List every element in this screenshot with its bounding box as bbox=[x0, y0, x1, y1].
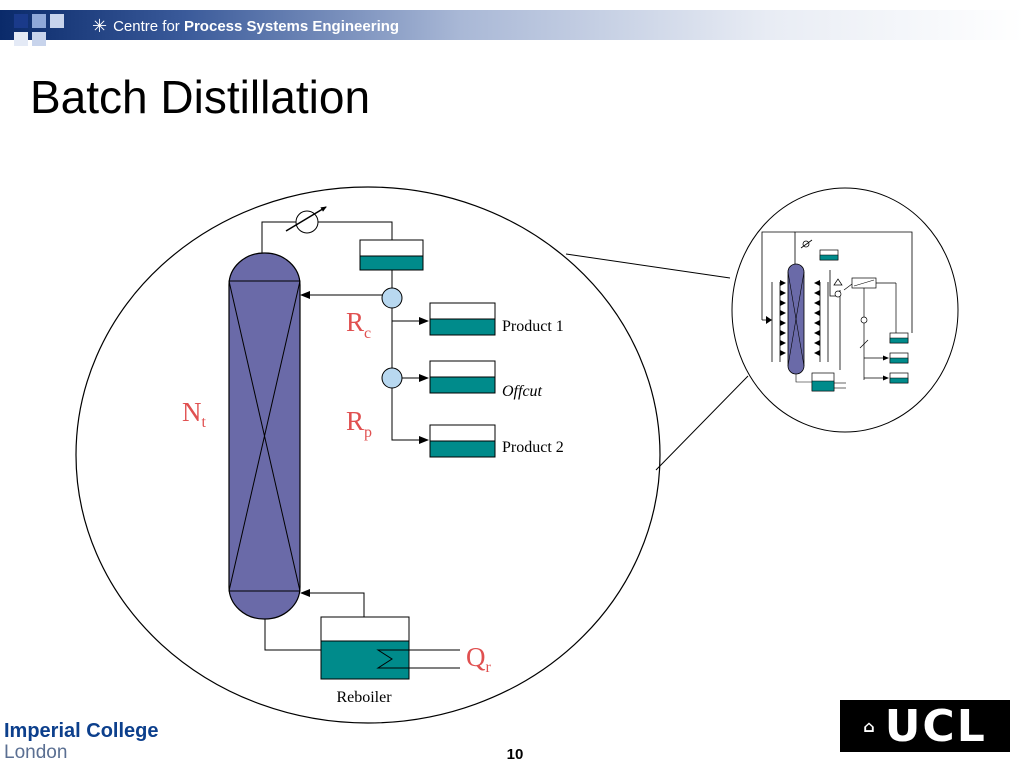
reflux-splitter-rc bbox=[381, 287, 403, 309]
rc-label: Rc bbox=[346, 307, 371, 342]
page-number: 10 bbox=[506, 746, 524, 763]
nt-label: Nt bbox=[182, 397, 207, 431]
product-1-tank bbox=[429, 302, 496, 336]
zoom-line-top bbox=[565, 253, 731, 279]
rp-label: Rp bbox=[346, 406, 372, 441]
zoom-line-bottom bbox=[655, 375, 749, 471]
ucl-dome-icon: ⌂ bbox=[863, 716, 877, 736]
corner-logo-squares bbox=[0, 0, 80, 60]
org-name: ✳Centre for Process Systems Engineering bbox=[92, 16, 400, 36]
condenser bbox=[261, 206, 393, 253]
offcut-tank bbox=[429, 360, 496, 394]
product-1-label: Product 1 bbox=[502, 318, 564, 335]
product-splitter-rp bbox=[381, 367, 403, 389]
ucl-logo: ⌂UCL bbox=[840, 700, 1010, 752]
product-2-tank bbox=[429, 424, 496, 458]
snowflake-star-icon: ✳ bbox=[92, 16, 108, 36]
offcut-label: Offcut bbox=[502, 383, 543, 400]
header-bar bbox=[0, 10, 1024, 40]
main-view-circle bbox=[75, 186, 661, 724]
slide-title: Batch Distillation bbox=[30, 71, 371, 123]
imperial-college-logo: Imperial College London bbox=[4, 720, 159, 763]
heating-coil-icon bbox=[376, 649, 409, 669]
product-2-label: Product 2 bbox=[502, 439, 564, 456]
qr-label: Qr bbox=[466, 642, 492, 676]
reboiler-vessel bbox=[320, 616, 460, 680]
reboiler-label: Reboiler bbox=[336, 689, 392, 706]
reflux-drum bbox=[359, 239, 424, 271]
overview-inset-circle bbox=[731, 187, 959, 433]
distillation-column bbox=[228, 252, 301, 620]
